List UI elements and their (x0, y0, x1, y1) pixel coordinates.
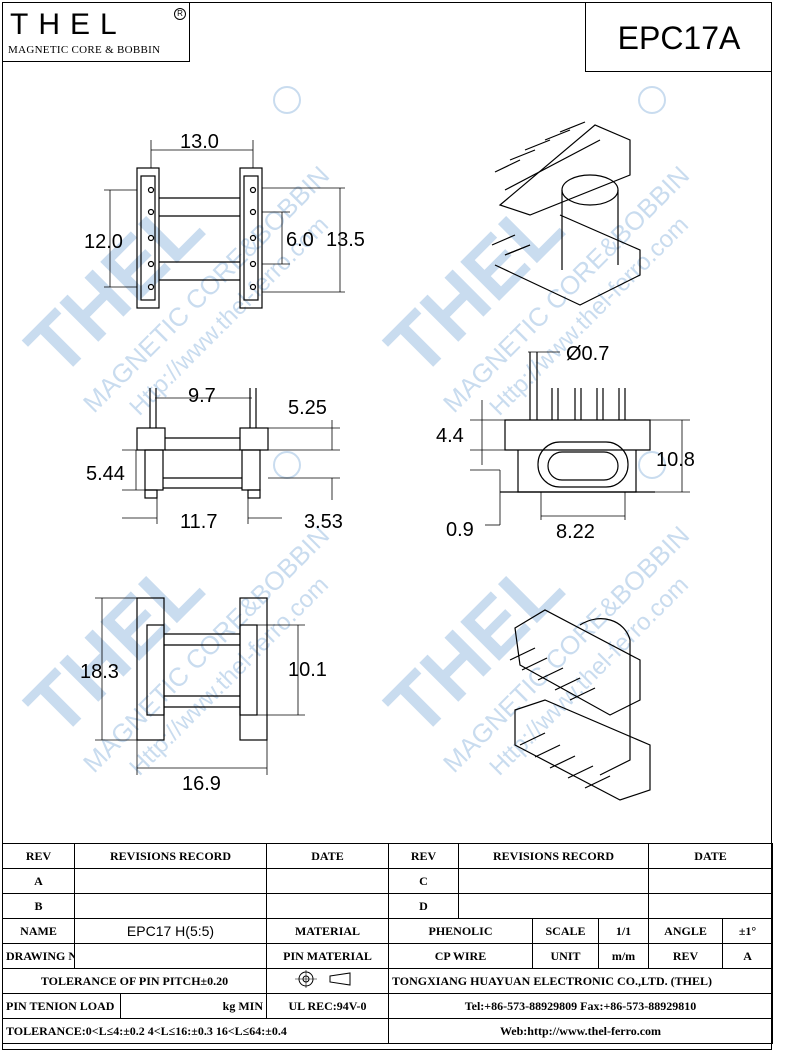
pin-material-label: PIN MATERIAL (266, 943, 389, 969)
logo-brand: THEL (10, 8, 127, 41)
scale-value: 1/1 (597, 918, 650, 944)
dim-pin-diameter: Ø0.7 (566, 343, 609, 365)
dim-side-pin-length: 4.4 (436, 425, 464, 447)
registered-mark: R (174, 8, 186, 20)
general-tolerance: TOLERANCE:0<L≤4:±0.2 4<L≤16:±0.3 16<L≤64… (2, 1018, 389, 1044)
dim-front-left-height: 5.44 (86, 463, 125, 485)
date-header: DATE (266, 843, 389, 869)
part-number-box: EPC17A (585, 2, 772, 72)
contact-line: Tel:+86-573-88929809 Fax:+86-573-8892981… (387, 993, 774, 1019)
website: Web:http://www.thel-ferro.com (387, 1018, 774, 1044)
drawing-no-label: DRAWING NO (2, 943, 75, 969)
bottom-view (95, 597, 305, 775)
rev-c: C (388, 868, 459, 894)
ul-rec: UL REC:94V-0 (266, 993, 389, 1019)
dim-bottom-depth: 18.3 (80, 661, 119, 683)
dim-front-inner-width: 9.7 (188, 385, 216, 407)
logo-box: THEL R MAGNETIC CORE & BOBBIN (2, 2, 190, 62)
watermark-right-bottom: THEL MAGNETIC CORE&BOBBIN Http://www.the… (369, 520, 695, 781)
pin-tension-unit: kg MIN (120, 993, 267, 1019)
company-name: TONGXIANG HUAYUAN ELECTRONIC CO.,LTD. (T… (387, 968, 774, 994)
rev-a: A (2, 868, 75, 894)
rev-label: REV (648, 943, 724, 969)
pin-material-value: CP WIRE (388, 943, 533, 969)
name-value: EPC17 H(5:5) (74, 918, 267, 944)
pin-tension-row: PIN TENION LOAD kg MIN UL REC:94V-0 Tel:… (2, 993, 774, 1019)
dim-side-height: 10.8 (656, 449, 695, 471)
scale-label: SCALE (532, 918, 599, 944)
dim-side-standoff: 0.9 (446, 519, 474, 541)
material-value: PHENOLIC (388, 918, 533, 944)
watermark-registered-icon (638, 86, 666, 114)
rev-header: REV (2, 843, 75, 869)
rev-b: B (2, 893, 75, 919)
tolerance-row: TOLERANCE:0<L≤4:±0.2 4<L≤16:±0.3 16<L≤64… (2, 1018, 774, 1044)
dim-front-flange-height: 5.25 (288, 397, 327, 419)
title-block: REV REVISIONS RECORD DATE REV REVISIONS … (2, 843, 774, 1044)
logo-tagline: MAGNETIC CORE & BOBBIN (8, 44, 161, 56)
watermark-right-top: THEL MAGNETIC CORE&BOBBIN Http://www.the… (369, 160, 695, 421)
revision-row: B D (2, 893, 774, 919)
isometric-view-top (491, 121, 641, 306)
pin-tension-label: PIN TENION LOAD (2, 993, 121, 1019)
part-number: EPC17A (617, 20, 741, 56)
dim-bottom-width: 16.9 (182, 773, 221, 795)
angle-label: ANGLE (648, 918, 724, 944)
side-view (470, 351, 690, 526)
material-label: MATERIAL (266, 918, 389, 944)
projection-symbol-icon (266, 968, 389, 994)
revisions-header: REVISIONS RECORD (457, 843, 650, 869)
watermark-registered-icon (638, 451, 666, 479)
dim-front-right-offset: 3.53 (304, 511, 343, 533)
top-view (104, 140, 345, 309)
revisions-header: REVISIONS RECORD (74, 843, 267, 869)
dim-top-pins-span: 12.0 (84, 231, 123, 253)
dim-side-window: 8.22 (556, 521, 595, 543)
revision-header-row: REV REVISIONS RECORD DATE REV REVISIONS … (2, 843, 774, 869)
unit-value: m/m (597, 943, 650, 969)
dim-top-width: 13.0 (180, 131, 219, 153)
watermark-left-bottom: THEL MAGNETIC CORE&BOBBIN Http://www.the… (9, 520, 335, 781)
drawing-no-row: DRAWING NO PIN MATERIAL CP WIRE UNIT m/m… (2, 943, 774, 969)
angle-value: ±1° (722, 918, 774, 944)
front-view (122, 388, 340, 524)
isometric-view-bottom (509, 609, 651, 801)
dim-front-base-width: 11.7 (180, 511, 217, 533)
date-header: DATE (648, 843, 774, 869)
revision-row: A C (2, 868, 774, 894)
unit-label: UNIT (532, 943, 599, 969)
name-row: NAME EPC17 H(5:5) MATERIAL PHENOLIC SCAL… (2, 918, 774, 944)
rev-value: A (722, 943, 774, 969)
dim-top-inner: 6.0 (286, 229, 314, 251)
watermark-registered-icon (273, 86, 301, 114)
name-label: NAME (2, 918, 75, 944)
pin-pitch-tolerance: TOLERANCE OF PIN PITCH±0.20 (2, 968, 267, 994)
technical-drawing: THEL MAGNETIC CORE&BOBBIN Http://www.the… (9, 86, 695, 801)
rev-header: REV (388, 843, 459, 869)
rev-d: D (388, 893, 459, 919)
watermark-registered-icon (273, 451, 301, 479)
dim-top-overall: 13.5 (326, 229, 365, 251)
pin-pitch-row: TOLERANCE OF PIN PITCH±0.20 TONGXIANG HU… (2, 968, 774, 994)
drawing-frame (2, 2, 772, 1050)
dim-bottom-inner: 10.1 (288, 659, 327, 681)
